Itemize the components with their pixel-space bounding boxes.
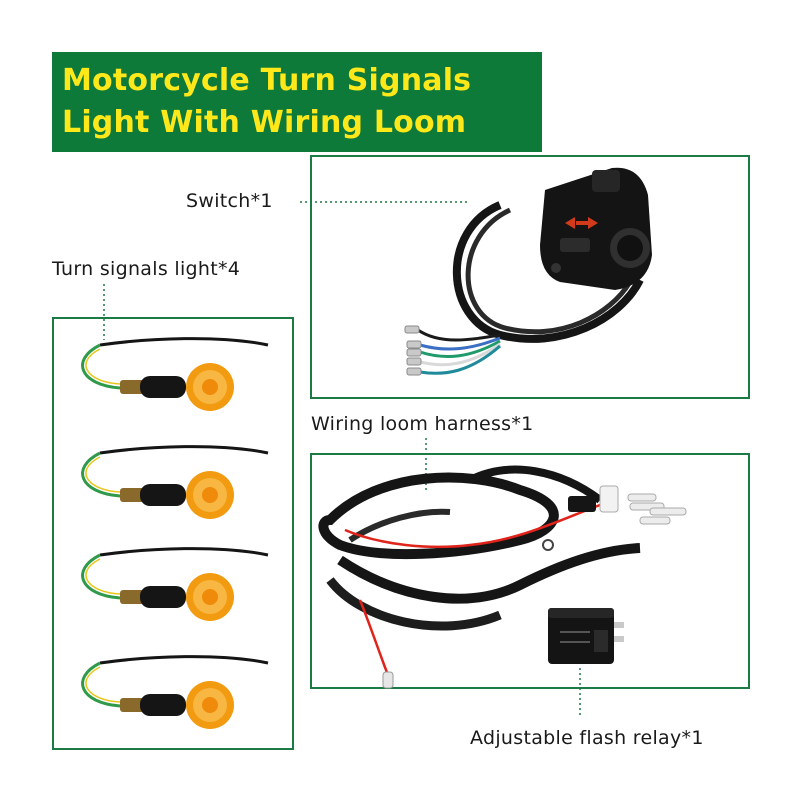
harness-label: Wiring loom harness*1 xyxy=(311,413,534,435)
turn-signal-lights-image xyxy=(81,337,269,729)
title-line-2: Light With Wiring Loom xyxy=(62,105,467,140)
wiring-harness-image xyxy=(318,465,687,689)
turn-signal-light xyxy=(81,337,269,411)
handlebar-switch-image xyxy=(404,167,652,376)
title-line-1: Motorcycle Turn Signals xyxy=(62,63,472,98)
relay-label: Adjustable flash relay*1 xyxy=(470,727,704,749)
title-banner: Motorcycle Turn Signals Light With Wirin… xyxy=(52,52,542,152)
turn-signal-light xyxy=(81,547,269,621)
turn-signals-label: Turn signals light*4 xyxy=(52,258,241,280)
turn-signal-light xyxy=(81,445,269,519)
flash-relay-image xyxy=(548,608,624,664)
switch-label: Switch*1 xyxy=(186,190,273,212)
leader-lines xyxy=(103,201,581,716)
switch-frame xyxy=(310,155,750,399)
turn-signal-light xyxy=(81,655,269,729)
